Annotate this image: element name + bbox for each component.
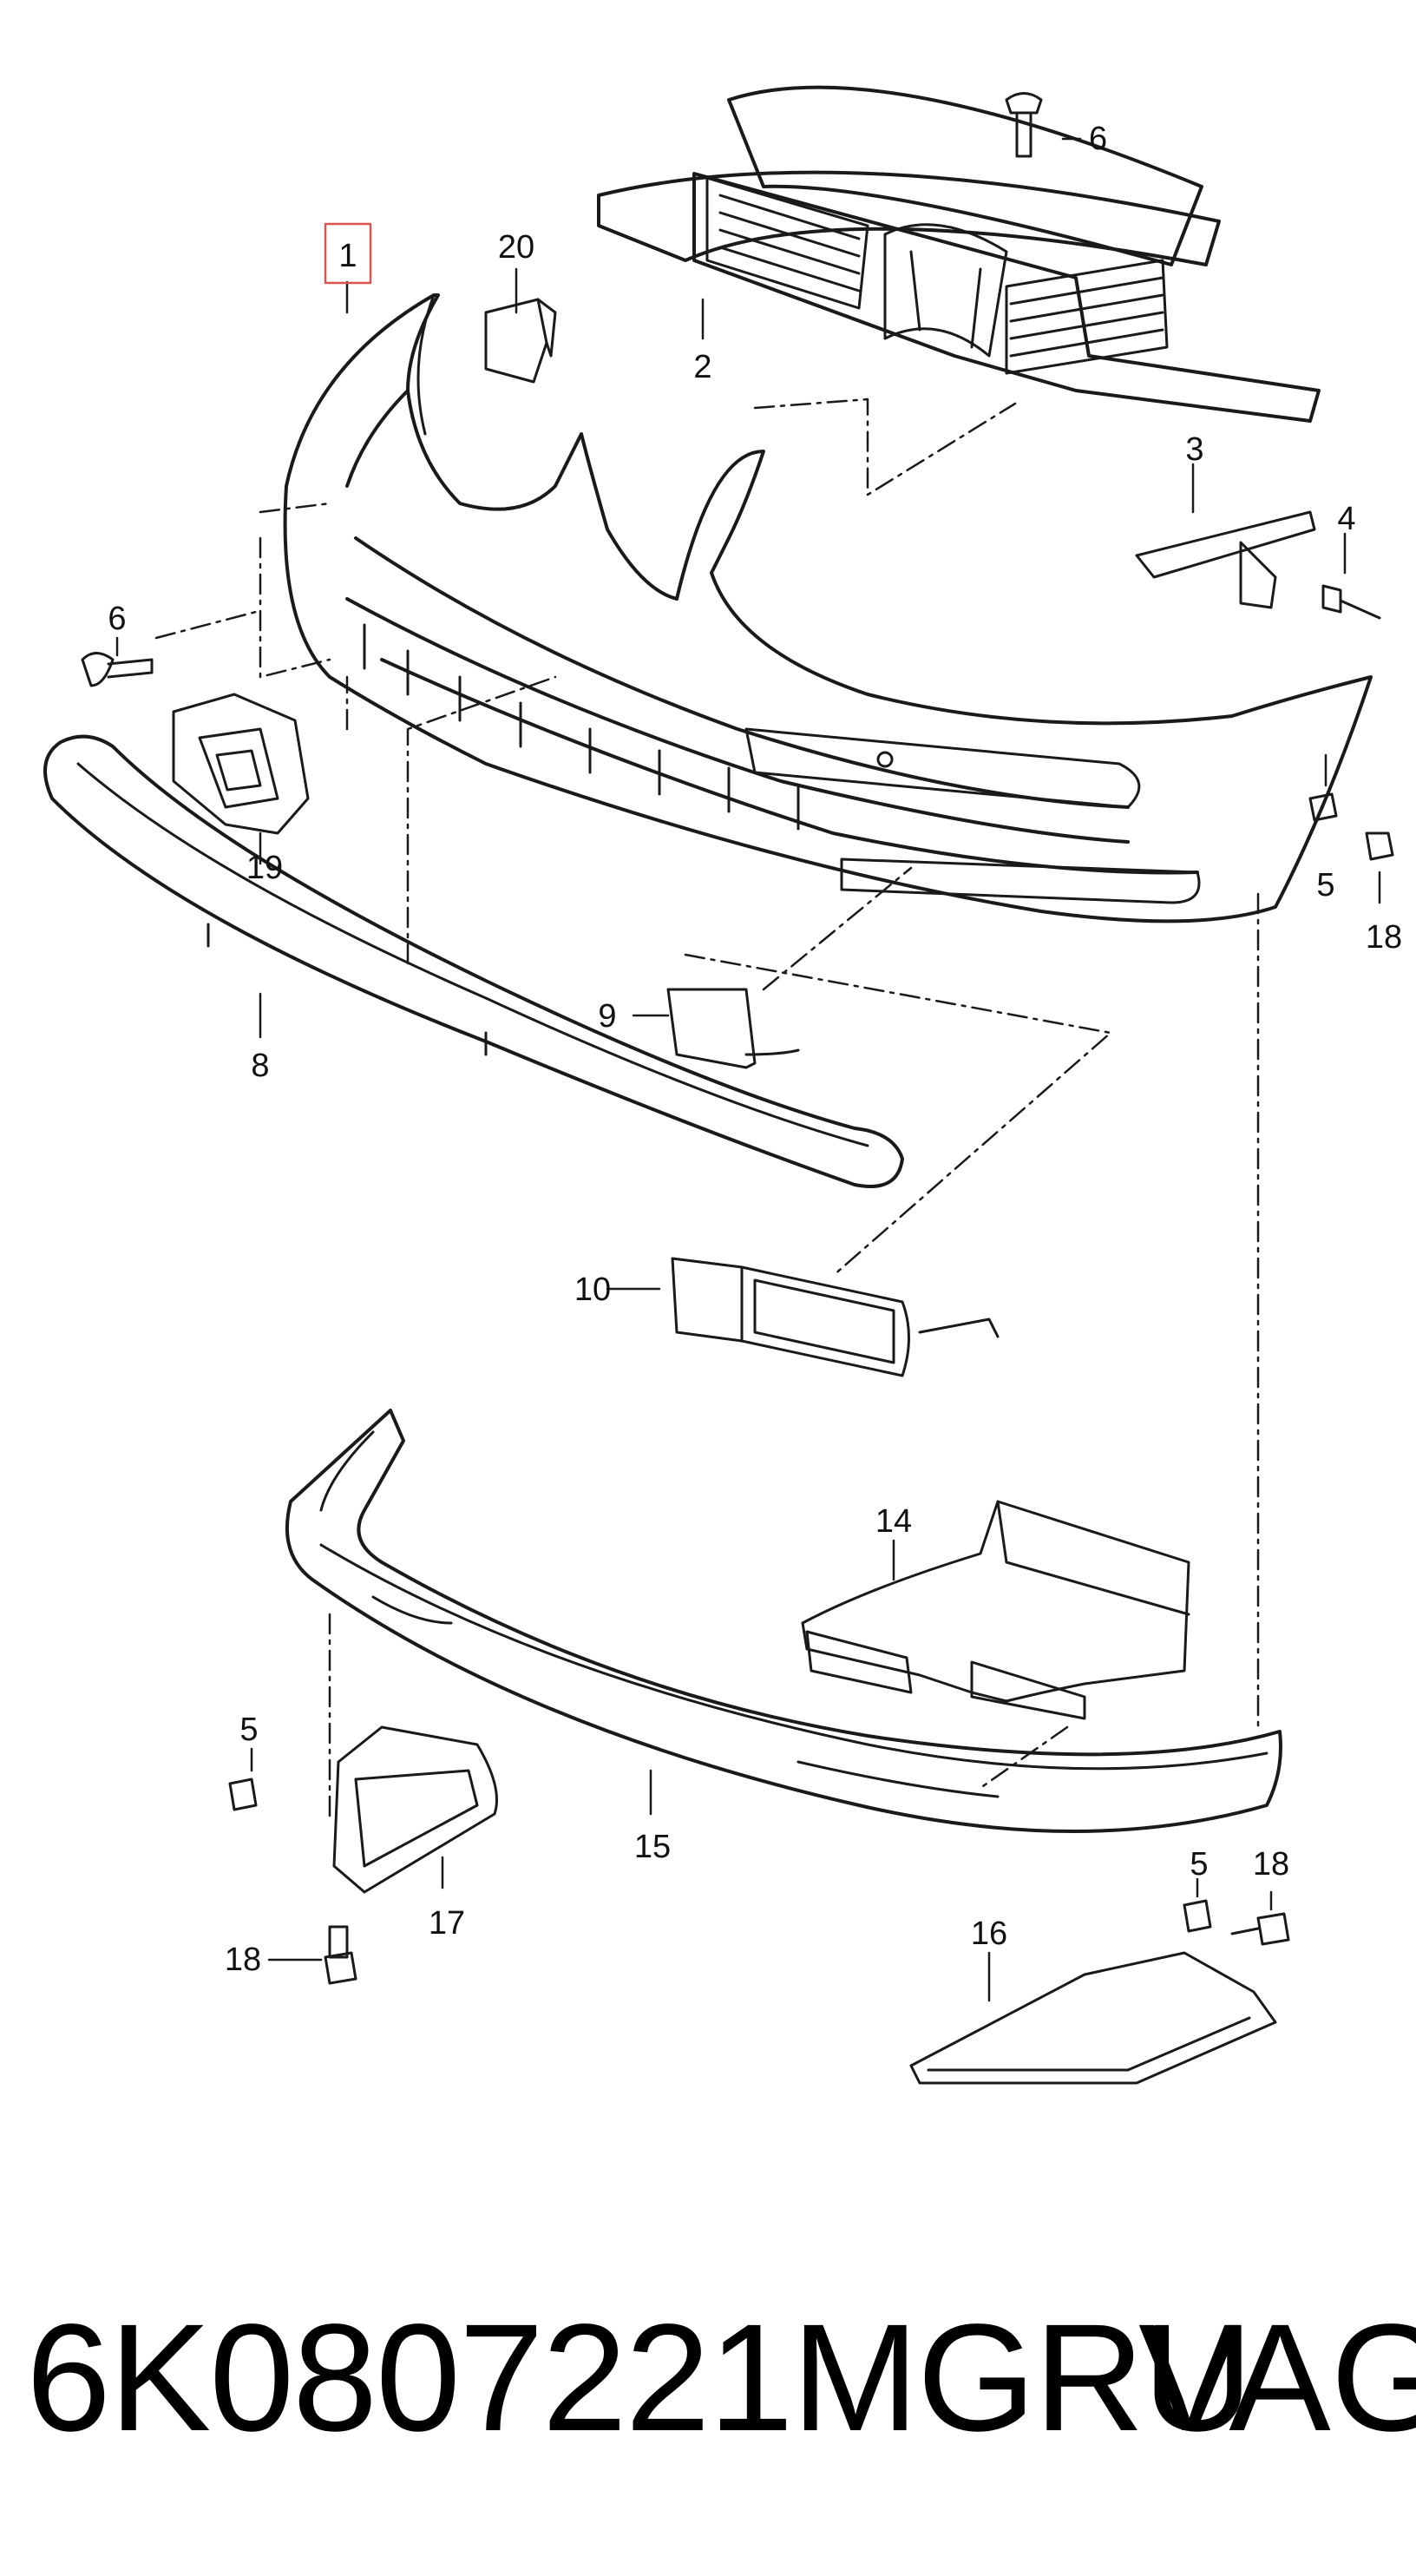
nut-5-lower-right bbox=[1183, 1899, 1212, 1933]
clip-4-pin bbox=[1339, 599, 1381, 620]
label-part-4: 4 bbox=[1337, 501, 1355, 537]
label-part-2: 2 bbox=[693, 349, 711, 385]
label-part-6-top: 6 bbox=[1089, 121, 1107, 157]
fog-cover-small-part bbox=[666, 988, 800, 1069]
brand-name: VAG bbox=[1138, 2293, 1416, 2463]
label-part-16: 16 bbox=[971, 1916, 1007, 1952]
leader-lines bbox=[115, 137, 1381, 2002]
screw-6-top bbox=[1005, 92, 1043, 115]
label-part-18-right: 18 bbox=[1366, 919, 1402, 956]
nut-5-right bbox=[1308, 792, 1338, 822]
underbody-panel-part bbox=[909, 1951, 1277, 2085]
label-part-20: 20 bbox=[498, 229, 534, 266]
air-duct-part bbox=[801, 1500, 1190, 1720]
label-part-8: 8 bbox=[251, 1048, 269, 1084]
label-part-6-left: 6 bbox=[108, 601, 126, 637]
label-part-14: 14 bbox=[875, 1503, 912, 1540]
bolt-18-left bbox=[324, 1951, 357, 1985]
label-part-15: 15 bbox=[634, 1829, 671, 1865]
bumper-cover-part bbox=[283, 293, 1373, 923]
bolt-18-right bbox=[1365, 831, 1394, 861]
label-part-9: 9 bbox=[598, 998, 616, 1035]
spoiler-lip-part bbox=[43, 734, 904, 1188]
label-part-5-lower-right: 5 bbox=[1190, 1846, 1208, 1883]
part-number: 6K0807221MGRU bbox=[26, 2293, 1253, 2463]
label-part-18-left: 18 bbox=[225, 1942, 261, 1978]
label-part-3: 3 bbox=[1185, 431, 1203, 468]
nut-5-left bbox=[228, 1778, 258, 1811]
bolt-18-left-shank bbox=[328, 1925, 349, 1959]
lower-spoiler-part bbox=[285, 1409, 1282, 1833]
label-1-highlight bbox=[324, 222, 372, 285]
screw-6-top-shank bbox=[1015, 111, 1032, 158]
clip-4 bbox=[1321, 584, 1342, 614]
fog-lamp-bracket-part bbox=[172, 693, 310, 835]
guide-lines bbox=[154, 398, 1260, 1820]
screw-6-left bbox=[81, 652, 115, 687]
label-part-18-lower-right: 18 bbox=[1253, 1846, 1289, 1883]
label-part-5-left: 5 bbox=[239, 1712, 258, 1748]
foam-block-part bbox=[484, 298, 557, 384]
label-part-10: 10 bbox=[574, 1272, 611, 1308]
part-labels: 1 20 6 2 3 4 6 5 18 19 9 8 10 14 5 15 17… bbox=[108, 121, 1402, 1978]
grille-bracket-part bbox=[1135, 510, 1316, 609]
label-part-1: 1 bbox=[338, 238, 357, 274]
screw-6-left-shank bbox=[107, 658, 154, 679]
bolt-18-lower-right bbox=[1256, 1912, 1290, 1946]
label-part-19: 19 bbox=[246, 850, 283, 886]
bracket-left-part bbox=[332, 1725, 498, 1894]
label-part-5-right: 5 bbox=[1316, 867, 1334, 904]
label-part-17: 17 bbox=[429, 1905, 465, 1942]
grille-part bbox=[597, 85, 1321, 423]
bolt-18-lower-right-shank bbox=[1230, 1927, 1260, 1935]
fog-cover-pair-part bbox=[671, 1257, 1000, 1377]
fasteners bbox=[81, 92, 1394, 1985]
footer: 6K0807221MGRU VAG bbox=[0, 2291, 1416, 2465]
